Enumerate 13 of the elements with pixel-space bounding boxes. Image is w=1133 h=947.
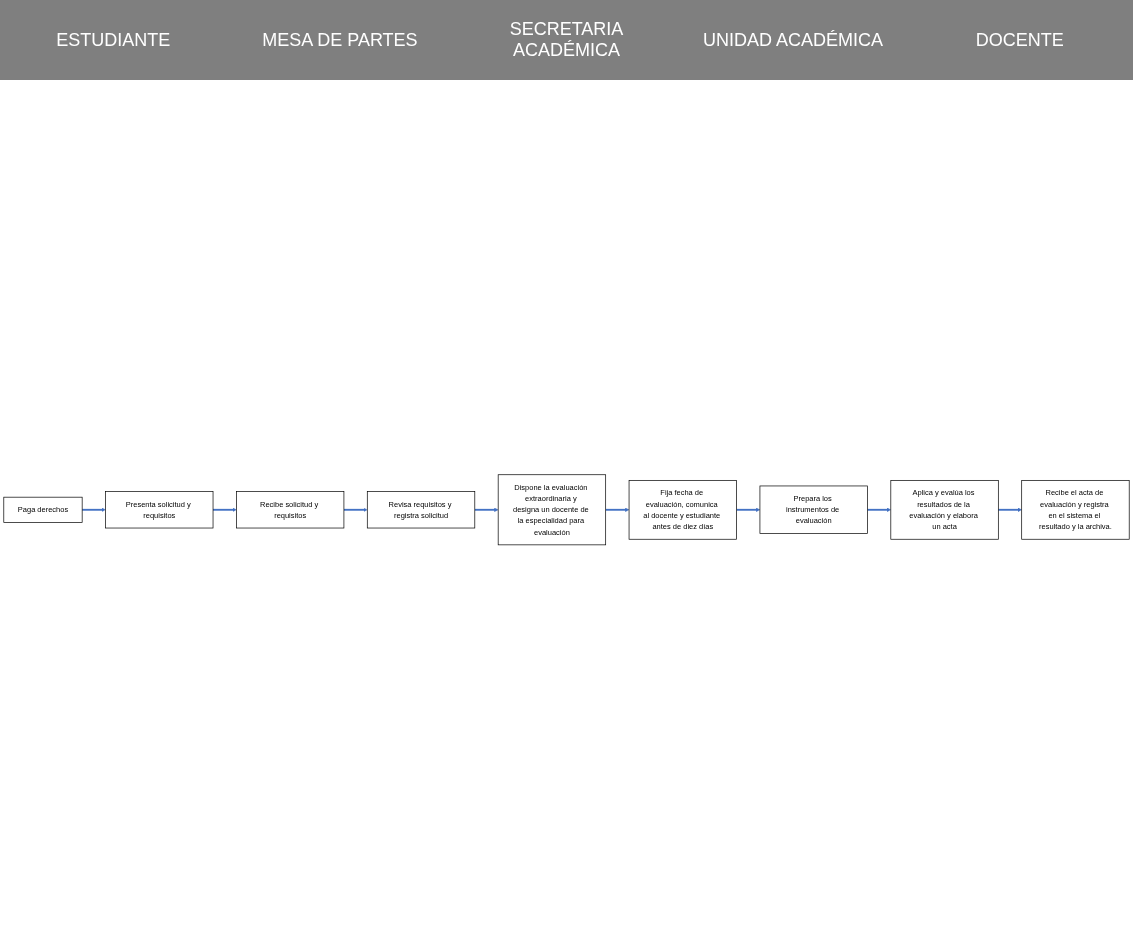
arrow — [473, 507, 499, 513]
lane-header: UNIDAD ACADÉMICA — [702, 29, 885, 51]
lane-header: MESA DE PARTES — [261, 29, 419, 51]
arrow — [866, 507, 891, 513]
arrow — [604, 507, 630, 513]
lane-header: SECRETARIA ACADÉMICA — [508, 19, 625, 61]
lane-header: DOCENTE — [974, 29, 1065, 51]
arrow — [735, 507, 761, 513]
arrow — [997, 507, 1022, 513]
arrow — [343, 507, 368, 513]
arrow — [81, 507, 106, 513]
lane-header: ESTUDIANTE — [55, 29, 172, 51]
arrow — [212, 507, 237, 513]
